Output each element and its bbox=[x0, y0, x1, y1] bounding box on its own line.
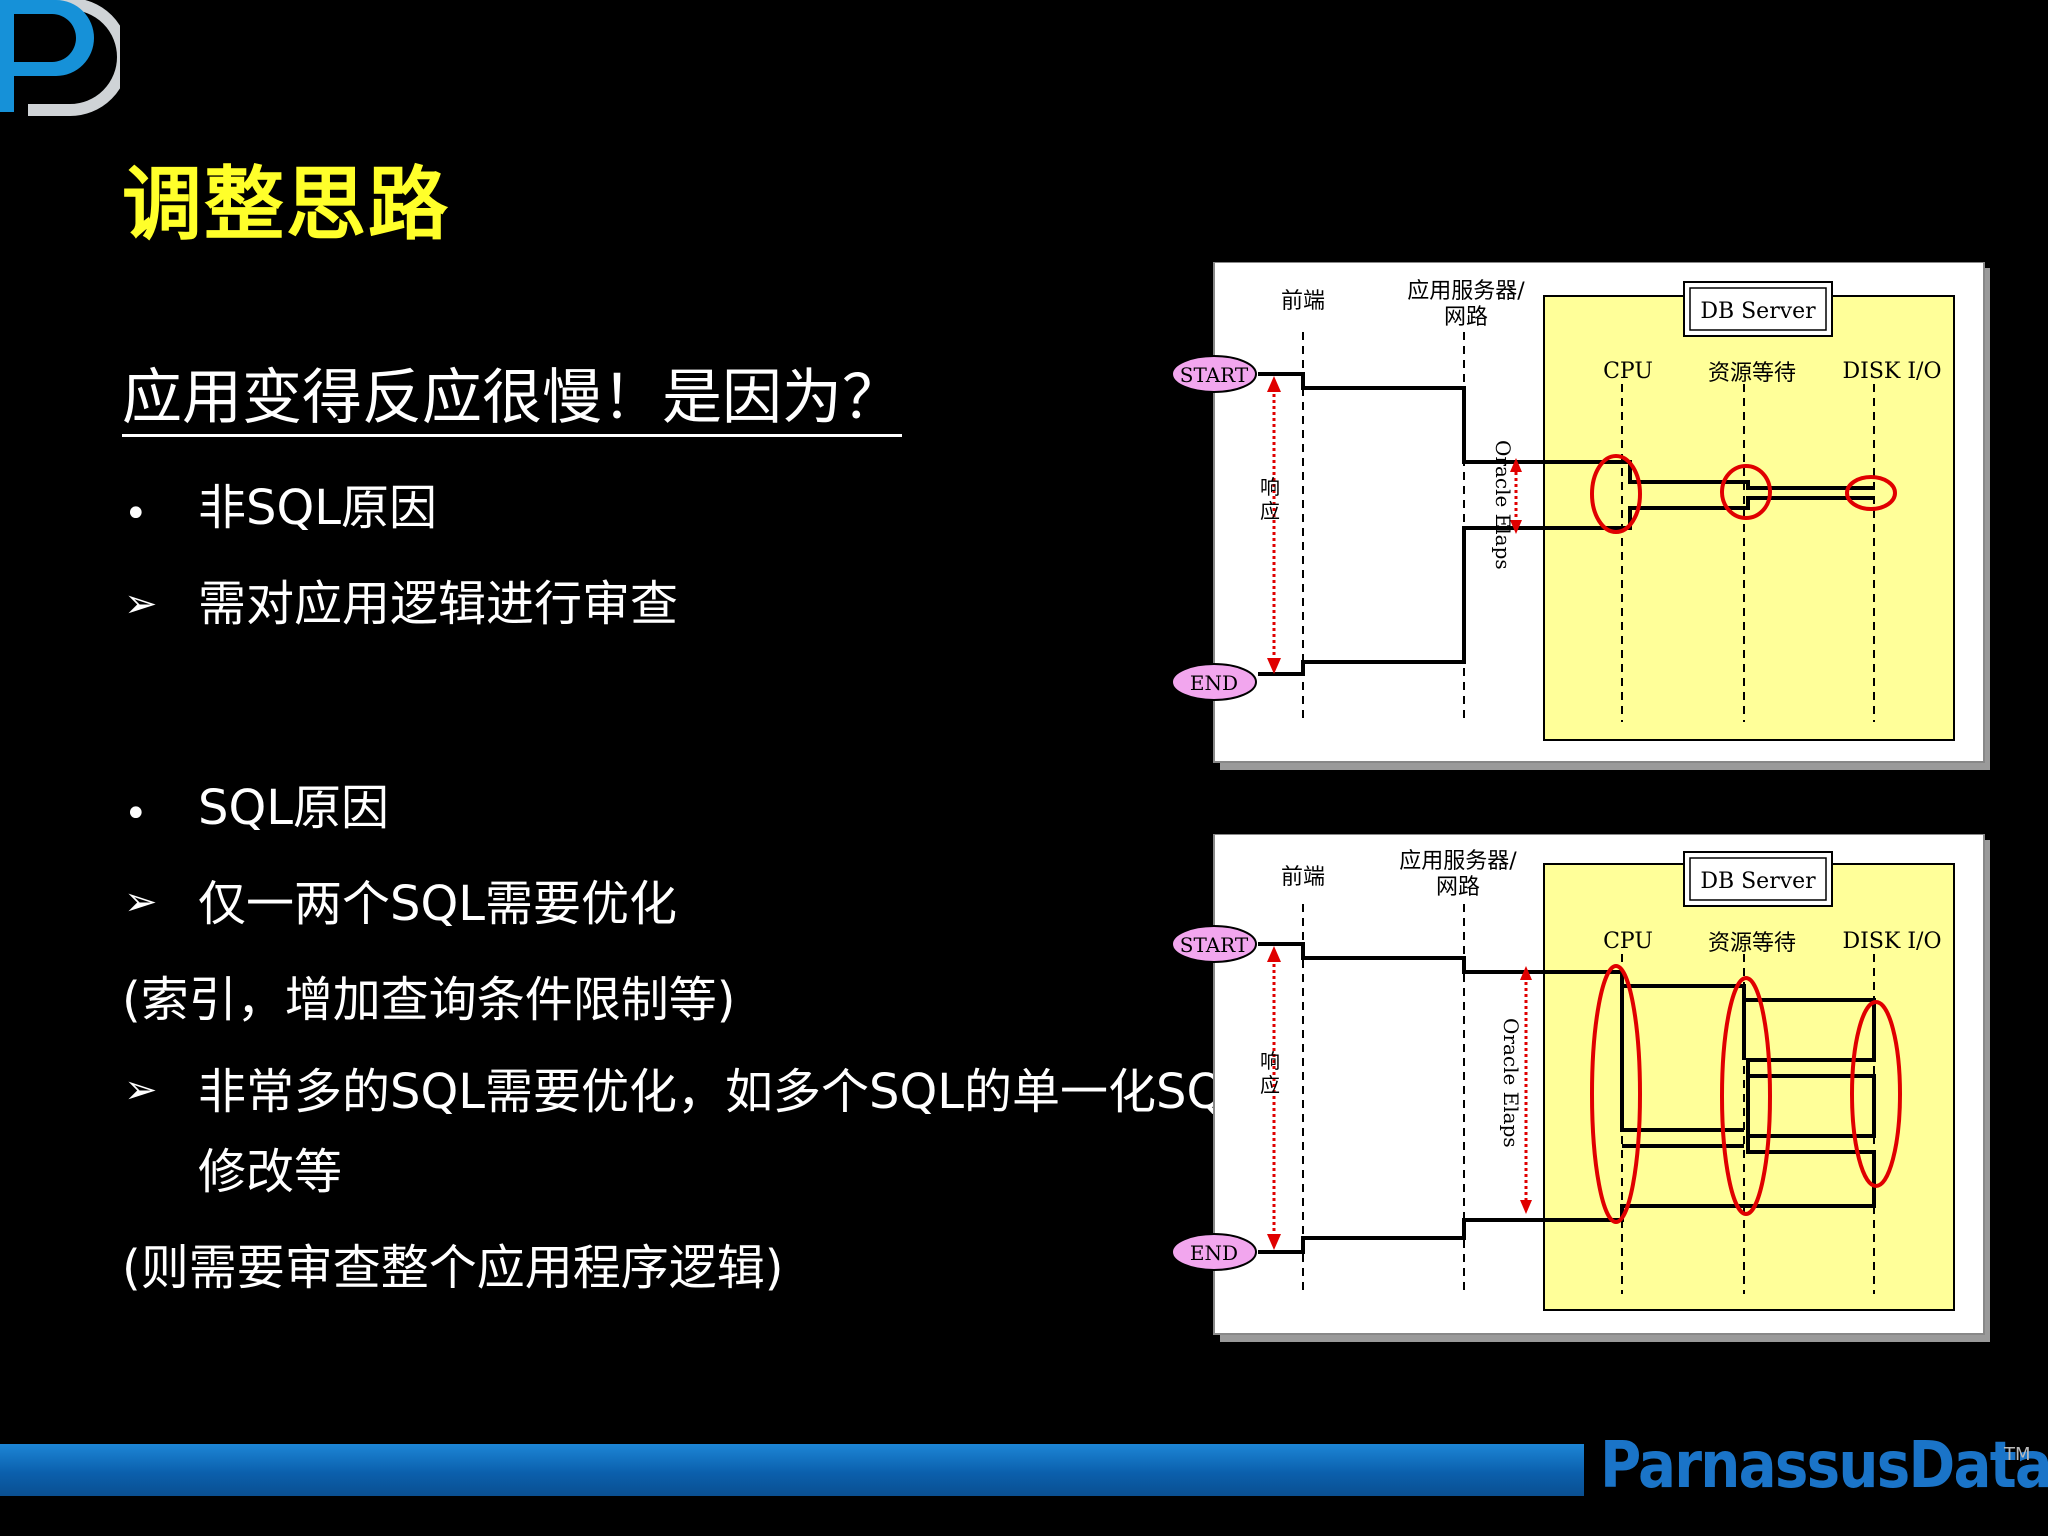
note-index: (索引，增加查询条件限制等) bbox=[122, 972, 736, 1028]
note-review-app: (则需要审查整个应用程序逻辑) bbox=[122, 1240, 784, 1296]
sql-reason: SQL原因 bbox=[198, 780, 389, 836]
trademark: TM bbox=[2004, 1444, 2031, 1465]
many-sql-optimize-cont: 修改等 bbox=[198, 1144, 343, 1200]
diagram-non-sql: DB Server 前端 应用服务器/ 网路 CPU 资源等待 DISK I/O… bbox=[1171, 262, 1990, 770]
many-sql-optimize: 非常多的SQL需要优化，如多个SQL的单一化SQL bbox=[198, 1064, 1251, 1120]
response-char-1: 响 bbox=[1260, 1049, 1280, 1073]
wait-label: 资源等待 bbox=[1708, 931, 1796, 956]
cpu-label: CPU bbox=[1603, 929, 1653, 954]
disk-io-label: DISK I/O bbox=[1843, 359, 1942, 384]
bullet-dot: • bbox=[124, 791, 148, 837]
diagram-sql: DB Server 前端 应用服务器/ 网路 CPU 资源等待 DISK I/O… bbox=[1171, 834, 1990, 1342]
end-label: END bbox=[1190, 1241, 1238, 1265]
pd-logo bbox=[0, 0, 120, 116]
question-heading: 应用变得反应很慢！是因为？ bbox=[122, 368, 902, 437]
end-label: END bbox=[1190, 671, 1238, 695]
few-sql-optimize: 仅一两个SQL需要优化 bbox=[198, 876, 677, 932]
arrow-bullet: ➢ bbox=[124, 581, 158, 627]
db-server-label: DB Server bbox=[1700, 869, 1816, 894]
arrow-bullet: ➢ bbox=[124, 1067, 158, 1113]
appserver-label: 应用服务器/ bbox=[1407, 279, 1525, 304]
db-server-label: DB Server bbox=[1700, 299, 1816, 324]
response-char-1: 响 bbox=[1260, 475, 1280, 499]
disk-io-label: DISK I/O bbox=[1843, 929, 1942, 954]
response-char-2: 应 bbox=[1260, 499, 1280, 523]
response-char-2: 应 bbox=[1260, 1073, 1280, 1097]
appserver-label-2: 网路 bbox=[1436, 875, 1480, 900]
appserver-label-2: 网路 bbox=[1444, 305, 1488, 330]
brand-logo-text: ParnassusData bbox=[1600, 1429, 2048, 1503]
oracle-elaps-label: Oracle Elaps bbox=[1499, 1018, 1523, 1148]
wait-label: 资源等待 bbox=[1708, 361, 1796, 386]
footer-bar bbox=[0, 1444, 1584, 1496]
arrow-bullet: ➢ bbox=[124, 879, 158, 925]
appserver-label: 应用服务器/ bbox=[1399, 849, 1517, 874]
oracle-elaps-label: Oracle Elaps bbox=[1491, 440, 1515, 570]
bullet-dot: • bbox=[124, 491, 148, 537]
start-label: START bbox=[1180, 363, 1249, 387]
non-sql-reason: 非SQL原因 bbox=[198, 480, 437, 536]
slide-title: 调整思路 bbox=[122, 158, 450, 251]
start-label: START bbox=[1180, 933, 1249, 957]
review-app-logic: 需对应用逻辑进行审查 bbox=[198, 576, 679, 632]
frontend-label: 前端 bbox=[1281, 289, 1325, 314]
cpu-label: CPU bbox=[1603, 359, 1653, 384]
frontend-label: 前端 bbox=[1281, 865, 1325, 890]
